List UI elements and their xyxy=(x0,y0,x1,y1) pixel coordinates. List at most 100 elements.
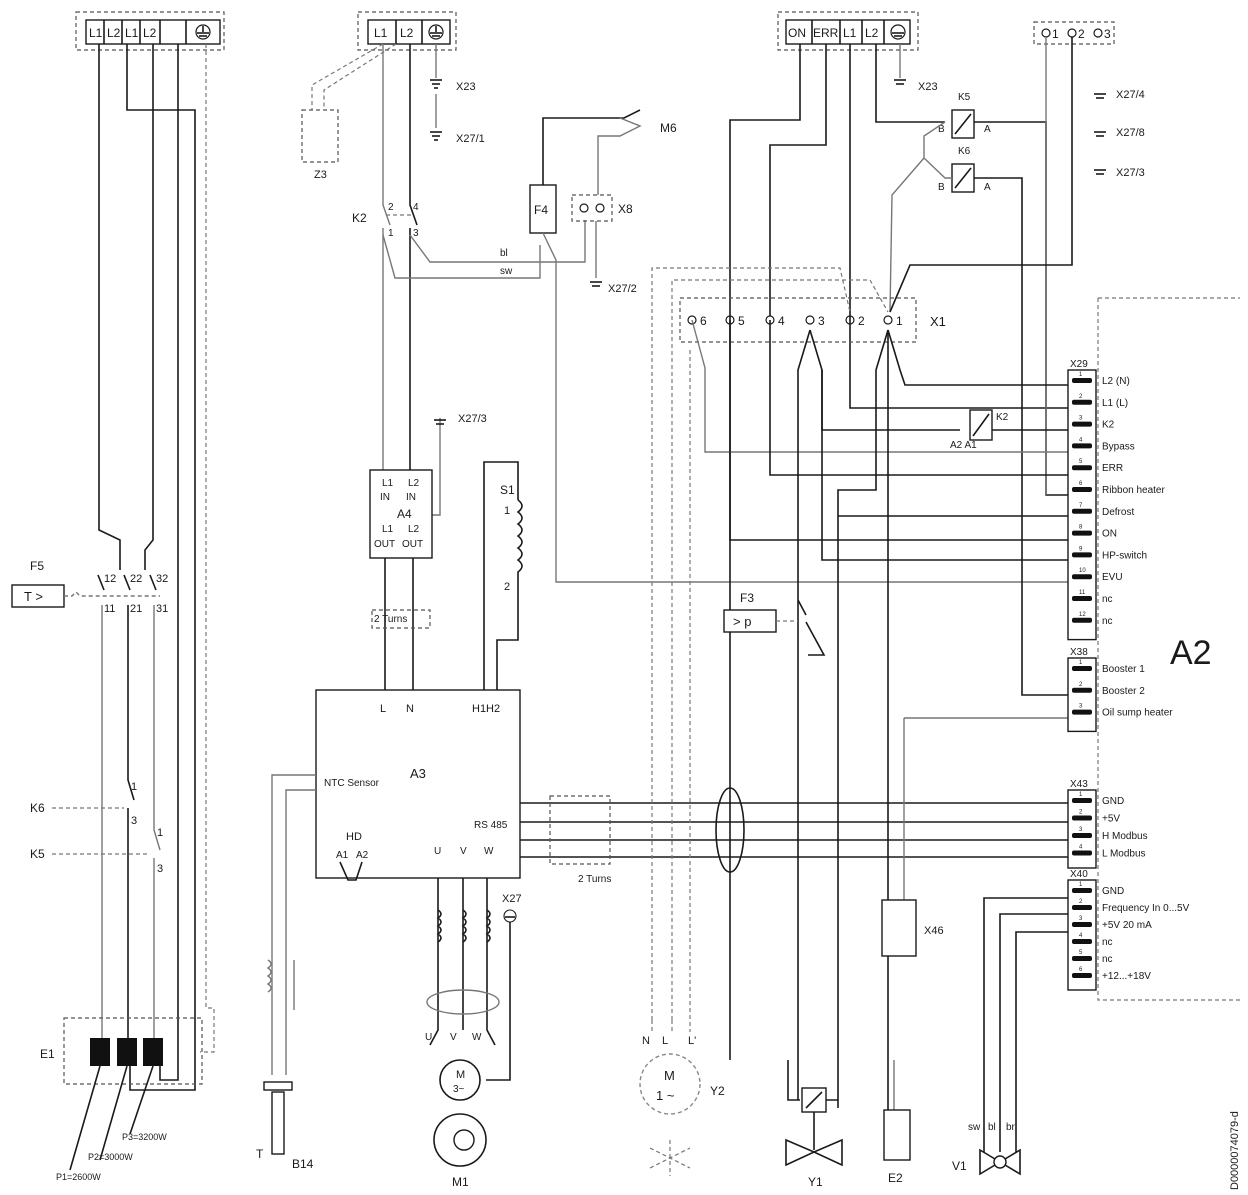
svg-text:2: 2 xyxy=(1079,810,1083,816)
a2-label: A2 xyxy=(1170,634,1212,672)
svg-text:2: 2 xyxy=(1079,394,1083,400)
ground-icon xyxy=(1094,131,1106,137)
svg-text:X38: X38 xyxy=(1070,647,1088,658)
svg-text:4: 4 xyxy=(1079,437,1083,443)
k2-label: K2 xyxy=(352,211,367,225)
ground-icon xyxy=(1094,169,1106,175)
connector-pin: 5nc xyxy=(1072,950,1113,965)
x1-terminal: 2 xyxy=(845,314,865,328)
x1-terminal: 1 xyxy=(883,314,903,328)
svg-text:NTC Sensor: NTC Sensor xyxy=(324,778,380,789)
svg-text:32: 32 xyxy=(156,573,168,585)
svg-text:2: 2 xyxy=(1078,27,1085,41)
svg-text:H1H2: H1H2 xyxy=(472,703,500,715)
svg-text:U: U xyxy=(434,846,441,857)
svg-text:X27/8: X27/8 xyxy=(1116,127,1145,139)
f5-symbol: T > xyxy=(24,589,43,604)
connector-pin: 2+5V xyxy=(1072,810,1120,825)
p2-label: P2=3000W xyxy=(88,1152,133,1162)
f3-label: F3 xyxy=(740,591,754,605)
svg-text:IN: IN xyxy=(406,492,416,503)
ground-icon xyxy=(434,419,446,425)
svg-text:X40: X40 xyxy=(1070,869,1088,880)
svg-text:X27: X27 xyxy=(502,893,522,905)
svg-text:L': L' xyxy=(688,1035,696,1047)
svg-text:+5V 20 mA: +5V 20 mA xyxy=(1102,920,1152,931)
svg-text:6: 6 xyxy=(1079,967,1083,973)
svg-text:M: M xyxy=(664,1068,675,1083)
svg-text:OUT: OUT xyxy=(402,539,423,550)
svg-text:V: V xyxy=(460,846,467,857)
svg-text:2: 2 xyxy=(858,314,865,328)
x8-label: X8 xyxy=(618,202,633,216)
svg-text:RS 485: RS 485 xyxy=(474,820,508,831)
svg-text:K2: K2 xyxy=(1102,420,1115,431)
svg-text:X46: X46 xyxy=(924,925,944,937)
svg-text:Booster 1: Booster 1 xyxy=(1102,664,1145,675)
terminal-strip-right: ON ERR L1 L2 xyxy=(777,11,919,51)
m6-label: M6 xyxy=(660,121,677,135)
svg-text:3: 3 xyxy=(157,863,163,875)
ground-icon xyxy=(430,131,442,141)
strip-left-l2b: L2 xyxy=(143,26,157,40)
svg-text:L: L xyxy=(662,1035,668,1047)
connector-pin: 8ON xyxy=(1072,525,1117,540)
svg-text:W: W xyxy=(484,846,494,857)
svg-text:nc: nc xyxy=(1102,937,1113,948)
svg-text:A2: A2 xyxy=(356,850,369,861)
svg-text:5: 5 xyxy=(1079,950,1083,956)
svg-text:1 ~: 1 ~ xyxy=(656,1088,675,1103)
svg-text:2 Turns: 2 Turns xyxy=(578,874,611,885)
svg-text:1: 1 xyxy=(896,314,903,328)
connector-pin: 2L1 (L) xyxy=(1072,394,1128,409)
svg-text:L2: L2 xyxy=(408,478,420,489)
connector-pin: 4 nc xyxy=(1072,933,1113,948)
p1-label: P1=2600W xyxy=(56,1172,101,1182)
svg-text:L2: L2 xyxy=(400,26,414,40)
connector-pin: 4L Modbus xyxy=(1072,845,1146,860)
svg-text:K6: K6 xyxy=(958,146,971,157)
svg-text:L1: L1 xyxy=(382,478,394,489)
svg-text:A4: A4 xyxy=(397,507,412,521)
svg-text:5: 5 xyxy=(1079,459,1083,465)
v1-label: V1 xyxy=(952,1159,967,1173)
svg-text:2: 2 xyxy=(1079,682,1083,688)
svg-text:3: 3 xyxy=(1079,916,1083,922)
ground-icon xyxy=(503,909,517,923)
ground-icon xyxy=(894,79,906,85)
svg-text:1: 1 xyxy=(388,228,394,239)
svg-text:OUT: OUT xyxy=(374,539,395,550)
svg-text:W: W xyxy=(472,1032,482,1043)
svg-text:11: 11 xyxy=(1079,590,1086,596)
x1-terminal: 6 xyxy=(687,314,707,328)
svg-text:2: 2 xyxy=(1079,899,1083,905)
svg-text:X27/1: X27/1 xyxy=(456,133,485,145)
svg-text:A: A xyxy=(984,182,991,193)
svg-text:N: N xyxy=(642,1035,650,1047)
svg-text:X29: X29 xyxy=(1070,359,1088,370)
svg-text:HP-switch: HP-switch xyxy=(1102,550,1147,561)
svg-text:sw: sw xyxy=(968,1122,981,1133)
svg-text:4: 4 xyxy=(1079,933,1083,939)
svg-text:X43: X43 xyxy=(1070,779,1088,790)
svg-text:1: 1 xyxy=(1079,882,1083,888)
document-id: D0000074079-d xyxy=(1229,1111,1241,1190)
connector-pin: 9HP-switch xyxy=(1072,546,1147,561)
svg-text:1: 1 xyxy=(157,827,163,839)
svg-text:3: 3 xyxy=(818,314,825,328)
x1-terminal: 4 xyxy=(765,314,785,328)
svg-text:nc: nc xyxy=(1102,594,1113,605)
connector-pin: 11 nc xyxy=(1072,590,1113,605)
svg-text:X23: X23 xyxy=(918,81,938,93)
svg-text:Defrost: Defrost xyxy=(1102,507,1134,518)
svg-text:bl: bl xyxy=(500,248,508,259)
x1-terminal: 3 xyxy=(805,314,825,328)
svg-text:B: B xyxy=(938,124,945,135)
